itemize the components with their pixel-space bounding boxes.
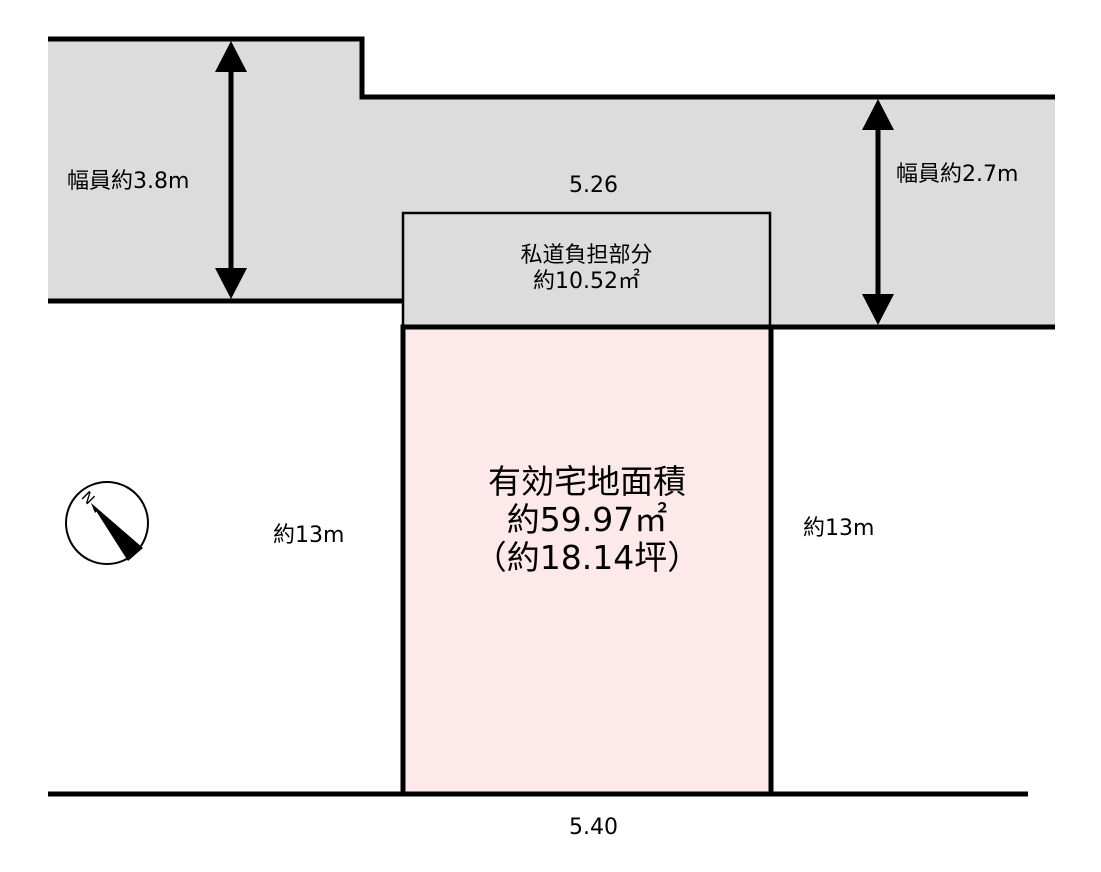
road-left-width-arrow — [215, 41, 247, 299]
right-depth-label: 約13m — [803, 516, 875, 541]
lot-title: 有効宅地面積 — [488, 462, 686, 501]
lot-area-line: 約59.97㎡ — [403, 501, 771, 539]
road-top-boundary — [48, 36, 1055, 100]
bottom-width-label: 5.40 — [569, 815, 618, 840]
road-right-width-label: 幅員約2.7m — [896, 162, 1019, 187]
road-right-width-arrow — [862, 99, 894, 325]
lot-area-unit: ㎡ — [634, 500, 668, 539]
private-road-title: 私道負担部分 — [520, 243, 653, 268]
north-compass-icon: N — [65, 481, 149, 565]
lot-parcel — [400, 324, 774, 797]
private-road-area: 約10.52 — [533, 269, 618, 294]
top-frontage-label: 5.26 — [569, 173, 618, 198]
road-area — [48, 39, 1055, 327]
lot-area: 約59.97 — [506, 500, 635, 539]
left-depth-label: 約13m — [273, 523, 345, 548]
private-road-box — [401, 211, 772, 329]
private-road-label: 私道負担部分 約10.52㎡ — [403, 243, 770, 295]
lot-area-label: 有効宅地面積 約59.97㎡ （約18.14坪） — [403, 463, 771, 577]
road-left-width-label: 幅員約3.8m — [67, 169, 190, 194]
private-road-area-unit: ㎡ — [617, 269, 640, 294]
private-road-area-line: 約10.52㎡ — [403, 269, 770, 295]
lot-tsubo: （約18.14坪） — [473, 538, 701, 577]
